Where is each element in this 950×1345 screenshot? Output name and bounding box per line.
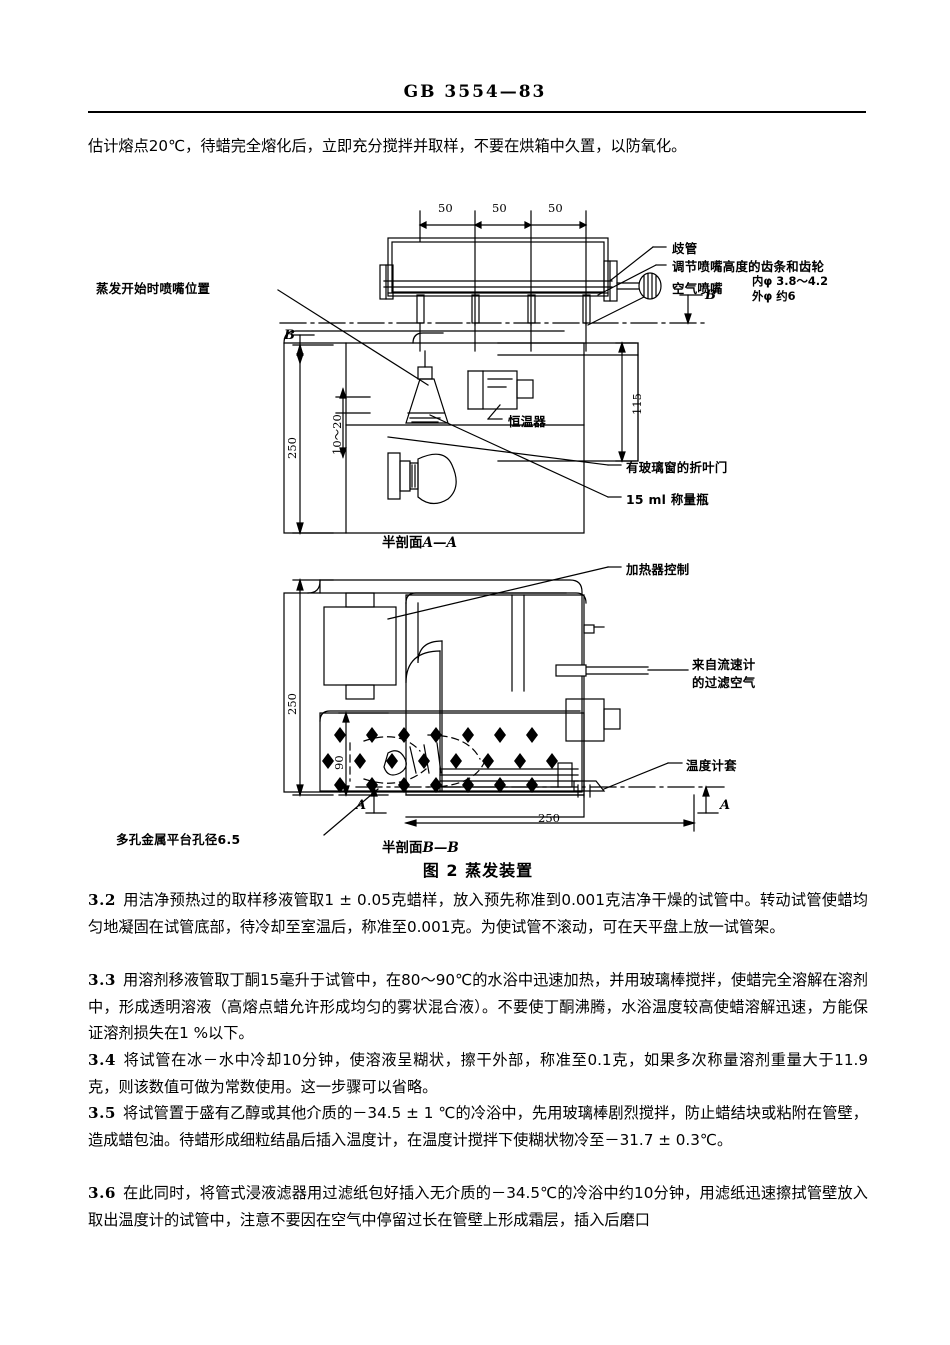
label-air-nozzle-outer-diameter: 外φ 约6 [752, 289, 796, 303]
section-b-b-label: B—B [422, 840, 459, 856]
clause-3-4-text: 将试管在冰－水中冷却10分钟，使溶液呈糊状，擦干外部，称准至0.1克，如果多次称… [88, 1051, 868, 1096]
section-b-b-prefix: 半剖面 [382, 840, 423, 856]
label-glass-window-door: 有玻璃窗的折叶门 [626, 460, 728, 475]
label-thermostat: 恒温器 [508, 414, 547, 429]
label-filtered-air-line2: 的过滤空气 [692, 675, 756, 690]
dimension-top-spacing-2: 50 [492, 201, 507, 215]
dimension-height-250-top: 250 [285, 437, 299, 459]
standard-number-header: GB 3554—83 [403, 82, 547, 102]
label-air-nozzle: 空气喷嘴 [672, 281, 723, 296]
header-divider [88, 111, 866, 113]
figure-drawing [88, 175, 868, 875]
section-marker-a-right: A [720, 798, 731, 813]
clause-3-5-text: 将试管置于盛有乙醇或其他介质的－34.5 ± 1 ℃的冷浴中，先用玻璃棒剧烈搅拌… [88, 1104, 868, 1149]
clause-3-5-number: 3.5 [88, 1104, 116, 1122]
section-a-a-label: A—A [422, 535, 457, 551]
dimension-top-spacing-3: 50 [548, 201, 563, 215]
clause-3-4-number: 3.4 [88, 1051, 116, 1069]
label-filtered-air-line1: 来自流速计 [692, 657, 756, 672]
clause-3-6-number: 3.6 [88, 1184, 116, 1202]
label-weighing-bottle: 15 ml 称量瓶 [626, 492, 709, 507]
dimension-top-spacing-1: 50 [438, 201, 453, 215]
figure-2-evaporation-apparatus: 蒸发开始时喷嘴位置 歧管 调节喷嘴高度的齿条和齿轮 空气喷嘴 内φ 3.8～4.… [88, 175, 868, 885]
clause-3-3-text: 用溶剂移液管取丁酮15毫升于试管中，在80～90℃的水浴中迅速加热，并用玻璃棒搅… [88, 971, 868, 1042]
dimension-width-250: 250 [538, 811, 560, 825]
clause-3-2-number: 3.2 [88, 891, 116, 909]
dimension-height-115: 115 [630, 393, 644, 415]
clause-3-6-text: 在此同时，将管式浸液滤器用过滤纸包好插入无介质的－34.5℃的冷浴中约10分钟，… [88, 1184, 868, 1229]
section-a-a-prefix: 半剖面 [382, 535, 423, 551]
dimension-gap-10-20: 10～20 [330, 414, 344, 455]
label-nozzle-start-position: 蒸发开始时喷嘴位置 [96, 281, 211, 296]
dimension-height-250-bottom: 250 [285, 693, 299, 715]
section-marker-b-left: B [284, 328, 295, 343]
section-marker-b-right: B [705, 288, 716, 303]
dimension-height-90: 90 [332, 755, 346, 770]
label-thermometer-sleeve: 温度计套 [686, 758, 737, 773]
section-a-a-caption: 半剖面A—A [382, 531, 457, 551]
clause-3-2-text: 用洁净预热过的取样移液管取1 ± 0.05克蜡样，放入预先称准到0.001克洁净… [88, 891, 868, 936]
figure-caption: 图 2 蒸发装置 [422, 861, 534, 880]
section-b-b-caption: 半剖面B—B [382, 836, 459, 856]
intro-paragraph: 估计熔点20℃，待蜡完全熔化后，立即充分搅拌并取样，不要在烘箱中久置，以防氧化。 [88, 137, 687, 155]
label-rack-and-pinion: 调节喷嘴高度的齿条和齿轮 [672, 259, 825, 274]
clause-3-3-number: 3.3 [88, 971, 116, 989]
label-perforated-platform: 多孔金属平台孔径6.5 [116, 832, 241, 847]
label-heater-control: 加热器控制 [626, 562, 690, 577]
label-air-nozzle-inner-diameter: 内φ 3.8～4.2 [752, 274, 829, 288]
label-manifold: 歧管 [672, 241, 698, 256]
section-marker-a-left: A [356, 798, 367, 813]
